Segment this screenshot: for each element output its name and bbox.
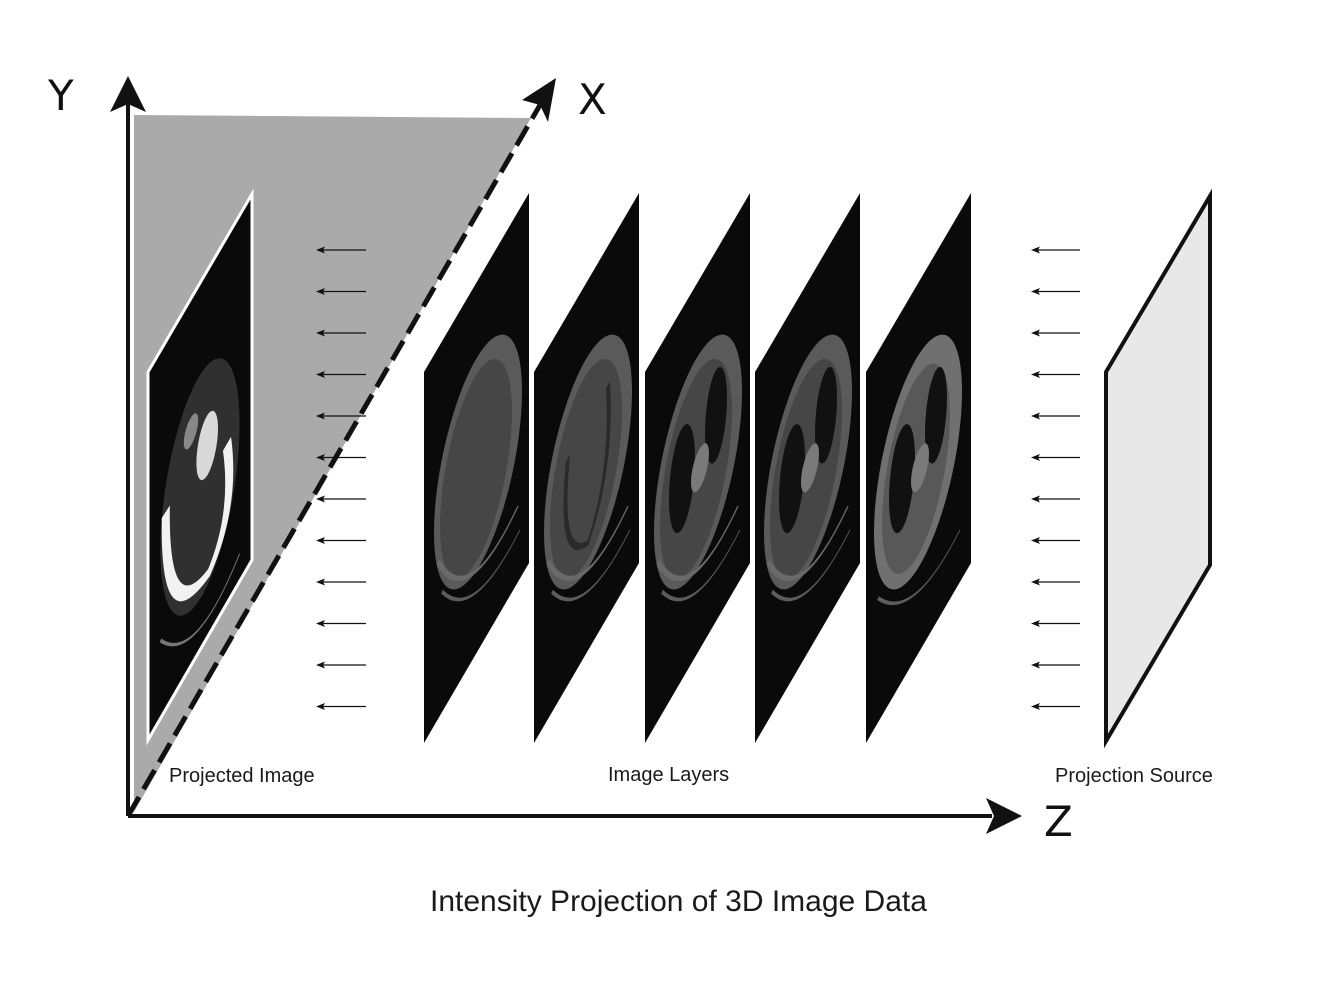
image-layer-2 <box>534 193 639 743</box>
left-arrow-icon-2 <box>1031 288 1080 295</box>
left-arrow-icon-9 <box>316 578 366 586</box>
left-arrow-icon-6 <box>1031 454 1080 461</box>
left-arrow-icon-3 <box>1031 329 1080 337</box>
left-arrow-icon-6 <box>316 454 366 461</box>
projected-image-panel <box>146 188 254 746</box>
left-arrow-icon-10 <box>1031 620 1080 627</box>
left-arrow-icon-5 <box>316 412 366 420</box>
left-arrow-icon-4 <box>1031 371 1080 378</box>
z-axis-label: Z <box>1044 797 1073 846</box>
image-layers-caption: Image Layers <box>608 764 729 786</box>
left-arrow-icon-2 <box>316 288 366 295</box>
left-arrow-icon-9 <box>1031 578 1080 586</box>
x-axis <box>125 78 556 818</box>
z-axis <box>128 798 1022 834</box>
projected-image-caption: Projected Image <box>169 765 315 787</box>
left-arrow-icon-7 <box>1031 495 1080 503</box>
left-arrow-icon-8 <box>316 537 366 544</box>
left-arrow-icon-10 <box>316 620 366 627</box>
image-layer-4 <box>755 193 860 743</box>
x-axis-label: X <box>578 75 607 124</box>
left-arrow-icon-11 <box>1031 661 1080 669</box>
image-layer-3 <box>645 193 750 743</box>
y-axis <box>110 76 146 816</box>
ray-arrows-right <box>1031 246 1080 710</box>
left-arrow-icon-5 <box>1031 412 1080 420</box>
left-arrow-icon-12 <box>316 703 366 710</box>
projection-source-panel <box>1104 188 1212 749</box>
diagram-title: Intensity Projection of 3D Image Data <box>430 885 927 918</box>
left-arrow-icon-11 <box>316 661 366 669</box>
left-arrow-icon-1 <box>316 246 366 254</box>
left-arrow-icon-1 <box>1031 246 1080 254</box>
ray-arrows-left <box>316 246 366 710</box>
left-arrow-icon-7 <box>316 495 366 503</box>
projection-source-caption: Projection Source <box>1055 765 1213 787</box>
left-arrow-icon-3 <box>316 329 366 337</box>
image-layer-5 <box>866 193 971 743</box>
y-axis-label: Y <box>47 71 74 120</box>
left-arrow-icon-8 <box>1031 537 1080 544</box>
image-layer-1 <box>424 193 529 743</box>
left-arrow-icon-12 <box>1031 703 1080 710</box>
left-arrow-icon-4 <box>316 371 366 378</box>
